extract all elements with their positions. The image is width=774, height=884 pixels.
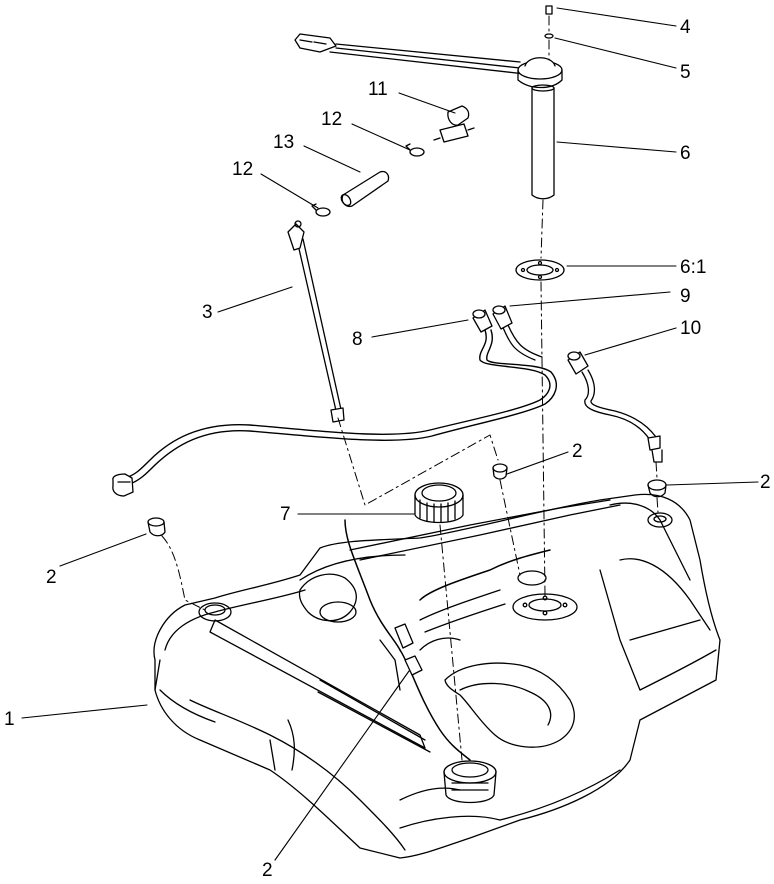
- callout-6: 6: [680, 143, 691, 164]
- callout-6-1: 6:1: [680, 257, 706, 278]
- callout-2-right: 2: [760, 472, 771, 493]
- washer-5: [544, 33, 554, 39]
- callout-9: 9: [680, 286, 691, 307]
- callout-10: 10: [680, 318, 701, 339]
- clamp-12b: [311, 203, 331, 217]
- hose-10: [567, 351, 663, 463]
- callout-3: 3: [202, 302, 213, 323]
- callout-12-upper: 12: [321, 109, 342, 130]
- fitting-8: [472, 309, 493, 333]
- vent-line: [112, 324, 558, 497]
- screw-4: [545, 5, 553, 15]
- callout-1: 1: [4, 709, 15, 730]
- callout-7: 7: [280, 504, 291, 525]
- assembly-lines: [161, 15, 659, 761]
- fuel-sender-6: [294, 33, 563, 200]
- callout-8: 8: [352, 329, 363, 350]
- fuel-cap-7: [414, 482, 464, 524]
- callout-11: 11: [368, 79, 388, 100]
- callout-labels: 4 5 6 6:1 11 12 13 12 3 9 8 10 2 2 7 2 1…: [4, 17, 771, 881]
- grommet-2-center: [492, 463, 508, 480]
- valve-11: [433, 105, 475, 143]
- gasket-6-1: [515, 259, 565, 281]
- hose-13: [340, 170, 390, 208]
- grommet-2-left: [147, 517, 166, 537]
- fitting-9: [492, 305, 513, 330]
- fuel-tank: [153, 493, 721, 859]
- pickup-tube-3: [287, 220, 345, 423]
- callout-5: 5: [680, 62, 691, 83]
- leader-lines: [21, 7, 759, 861]
- clamp-12a: [405, 143, 425, 157]
- callout-4: 4: [680, 17, 691, 38]
- callout-2-bottom: 2: [262, 860, 273, 881]
- grommet-2-right: [647, 479, 667, 498]
- callout-2-center: 2: [572, 441, 583, 462]
- callout-2-left: 2: [46, 567, 57, 588]
- callout-13: 13: [273, 132, 294, 153]
- callout-12-lower: 12: [232, 159, 253, 180]
